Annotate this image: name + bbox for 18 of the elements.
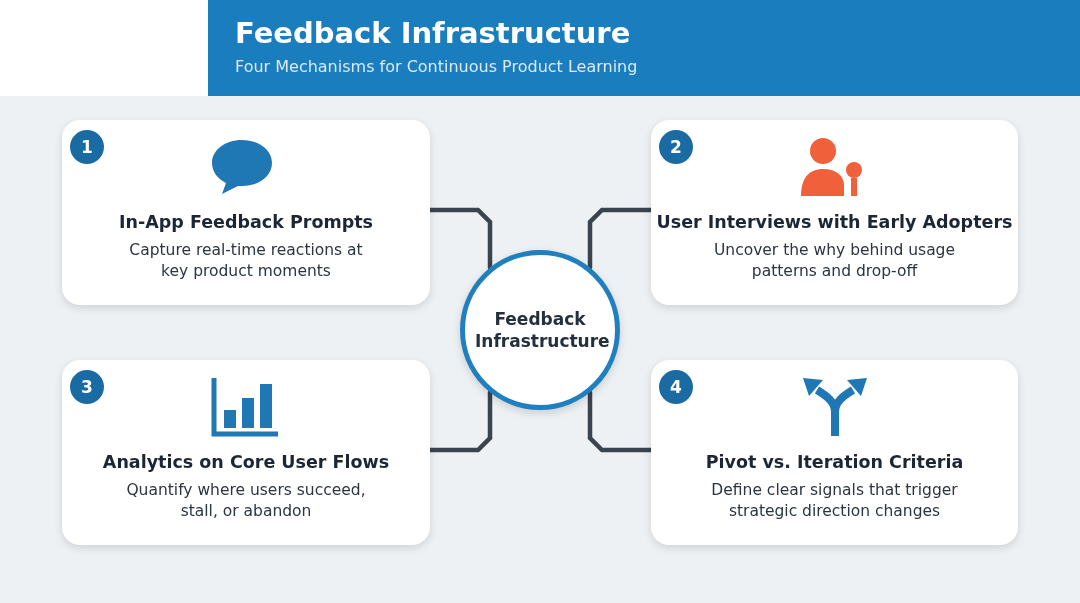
card-title: Analytics on Core User Flows [101,452,391,472]
card-title: In-App Feedback Prompts [118,212,374,232]
card-title: Pivot vs. Iteration Criteria [704,452,965,472]
subtitle: Four Mechanisms for Continuous Product Learning [235,57,638,76]
mechanism-card [62,120,430,305]
number-badge: 3 [70,370,104,404]
card-description: Define clear signals that trigger strategic direction changes [710,480,959,522]
number-badge: 1 [70,130,104,164]
card-title: User Interviews with Early Adopters [655,212,1014,232]
number-badge: 4 [659,370,693,404]
card-description: Quantify where users succeed, stall, or abandon [125,480,367,522]
mechanism-card [651,120,1018,305]
mechanism-card [651,360,1018,545]
card-description: Capture real-time reactions at key product moments [128,240,364,282]
number-badge: 2 [659,130,693,164]
mechanism-card [62,360,430,545]
title: Feedback Infrastructure [235,16,631,50]
card-description: Uncover the why behind usage patterns and drop-off [713,240,956,282]
